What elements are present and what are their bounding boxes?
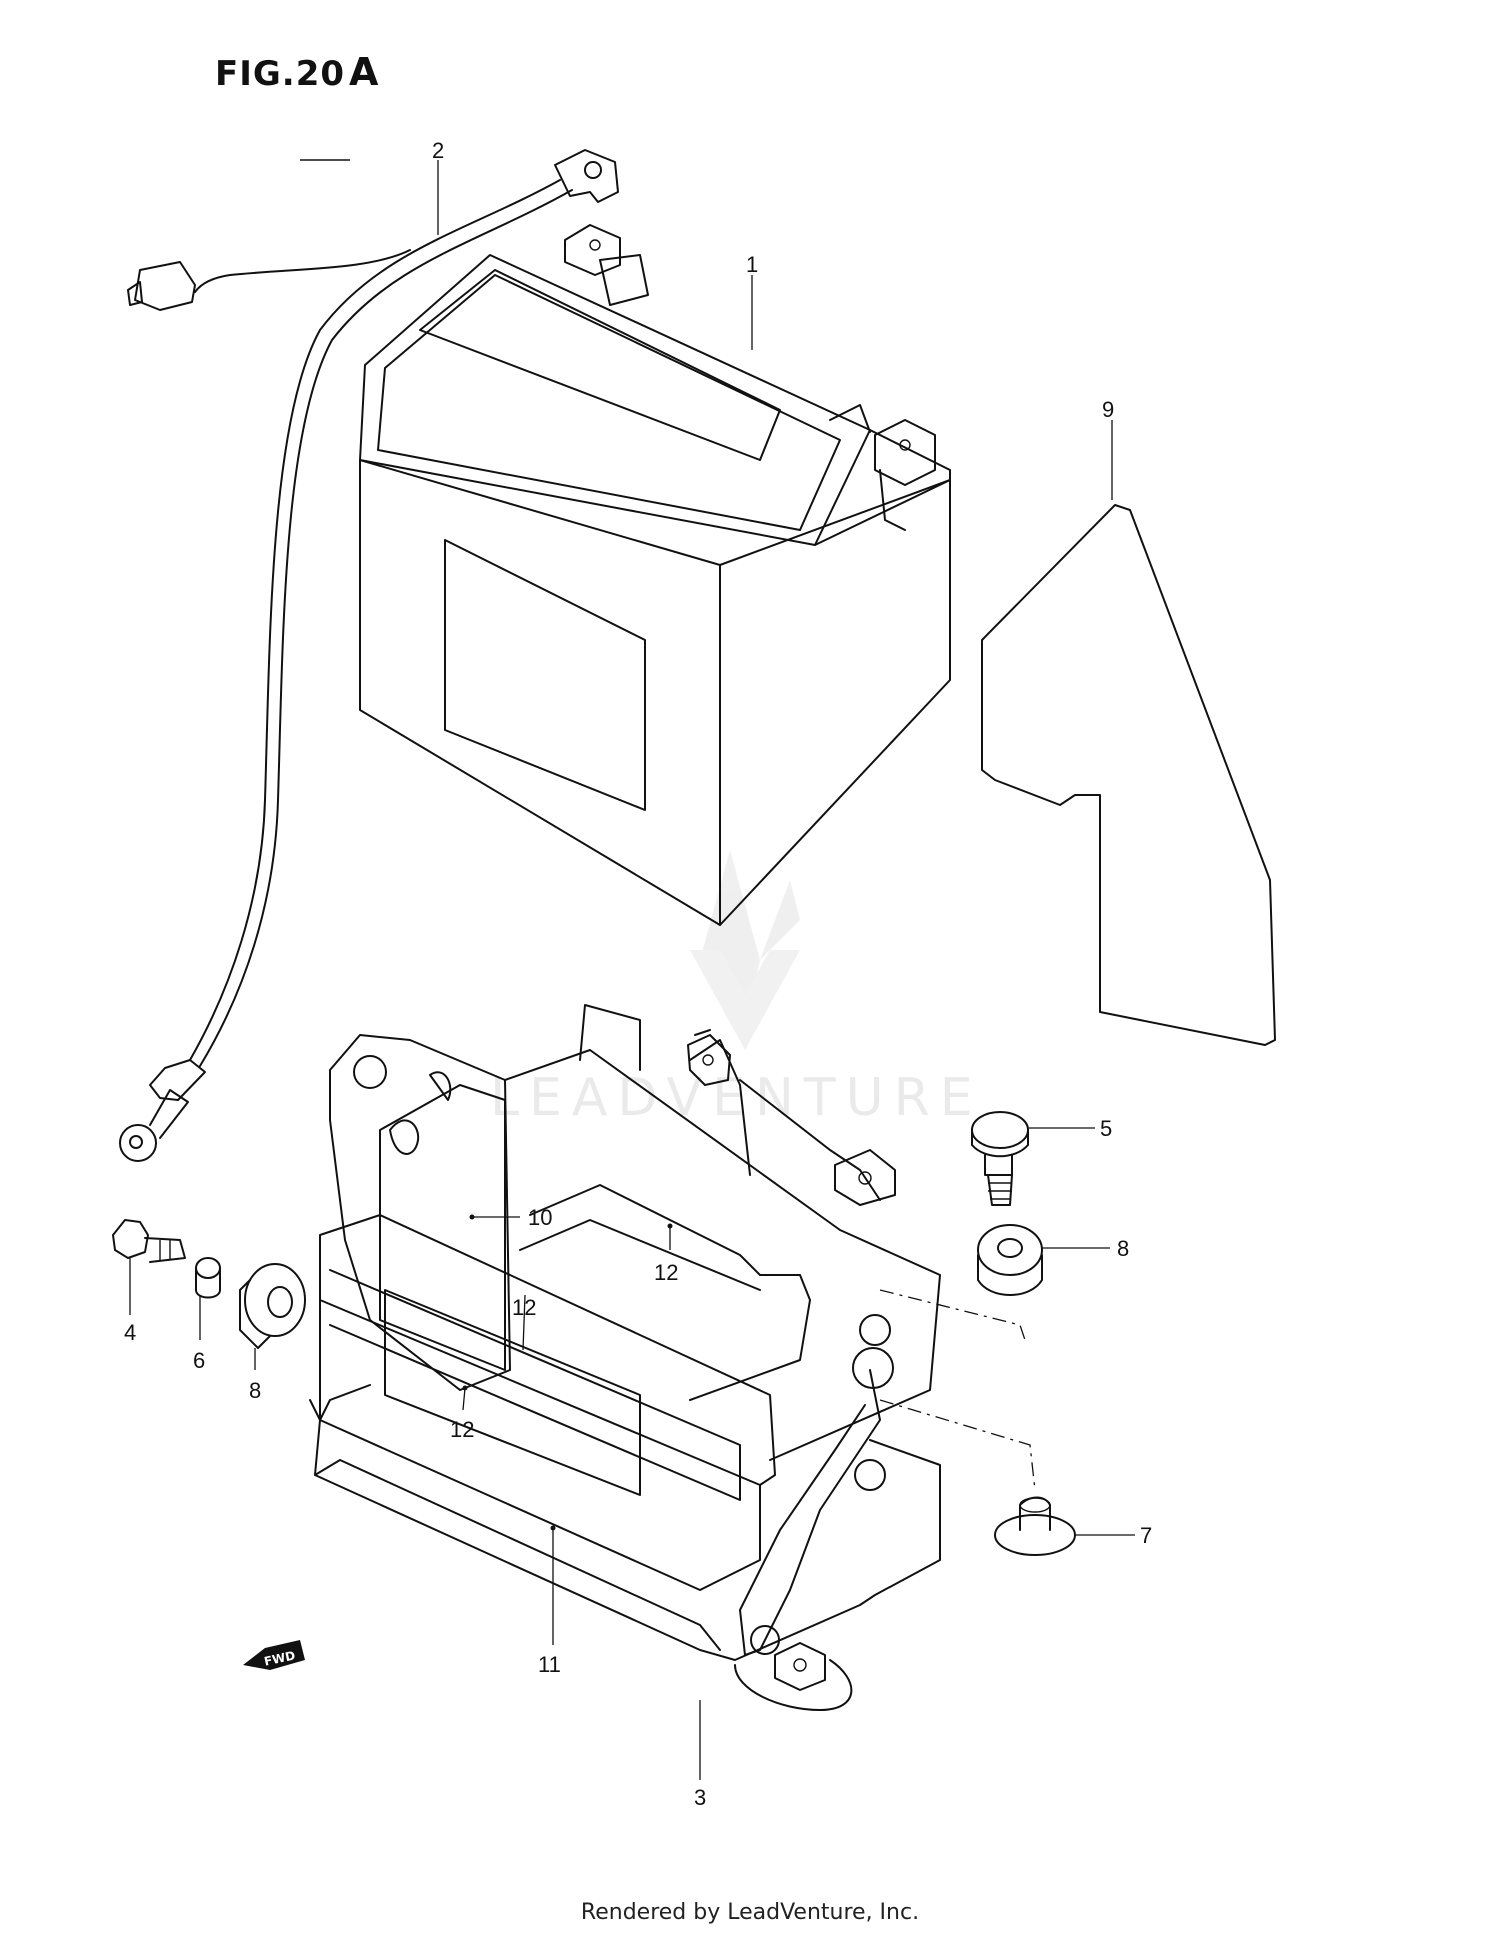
- callout-7: 7: [1140, 1523, 1152, 1548]
- battery: [359, 224, 951, 926]
- fwd-arrow-label: FWD: [263, 1648, 297, 1668]
- callout-12-middle: 12: [512, 1295, 536, 1320]
- callout-4: 4: [124, 1320, 136, 1345]
- grommet-right: [977, 1224, 1043, 1296]
- callout-5: 5: [1100, 1116, 1112, 1141]
- callout-12-top: 12: [654, 1260, 678, 1285]
- figure-number: FIG.20: [215, 54, 346, 94]
- callout-11: 11: [538, 1652, 561, 1677]
- spacer: [195, 1257, 221, 1299]
- fwd-arrow: FWD: [243, 1640, 305, 1670]
- callout-10: 10: [528, 1205, 552, 1230]
- grommet-left: [239, 1263, 306, 1349]
- bolt: [971, 1111, 1029, 1206]
- callout-1: 1: [746, 252, 758, 277]
- callout-8-left: 8: [249, 1378, 261, 1403]
- callout-2: 2: [432, 138, 444, 163]
- battery-plate: [981, 504, 1276, 1046]
- screw: [112, 1219, 186, 1263]
- callout-12-bottom: 12: [450, 1417, 474, 1442]
- callout-9: 9: [1102, 397, 1114, 422]
- footer-credit: Rendered by LeadVenture, Inc.: [580, 1900, 920, 1925]
- figure-suffix: A: [349, 50, 380, 94]
- callout-6: 6: [193, 1348, 205, 1373]
- callout-8-right: 8: [1117, 1236, 1129, 1261]
- collar: [994, 1496, 1076, 1556]
- callout-3: 3: [694, 1785, 706, 1810]
- watermark-text: LEADVENTURE: [490, 1068, 983, 1128]
- watermark-logo: LEADVENTURE: [490, 850, 983, 1128]
- battery-cable: [119, 149, 619, 1162]
- battery-holder: [309, 1004, 941, 1711]
